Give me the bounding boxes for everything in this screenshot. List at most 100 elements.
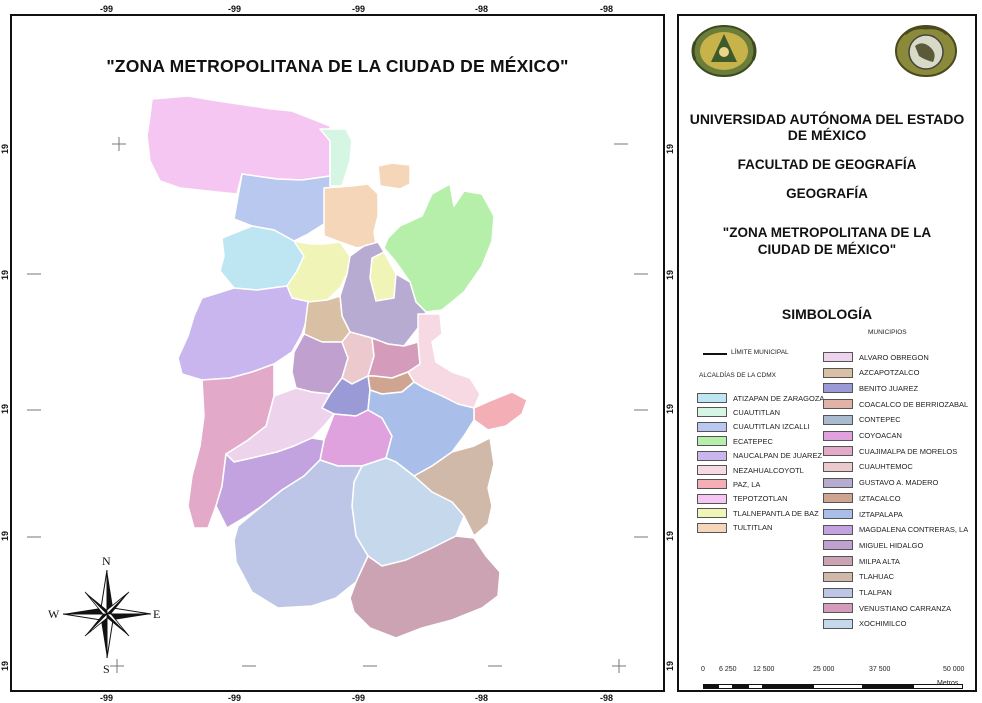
legend-swatch [823,540,853,551]
legend-item: MAGDALENA CONTRERAS, LA [823,524,968,536]
tultitlan-region [323,183,379,249]
compass-north-label: N [102,554,111,568]
legend-label: COYOACAN [859,431,902,440]
north-arrow-icon [62,569,152,659]
legend-label: MIGUEL HIDALGO [859,540,924,550]
legend-label: CUAJIMALPA DE MORELOS [859,446,958,456]
legend-label: CUAUHTEMOC [859,462,913,472]
legend-label: CONTEPEC [859,415,901,425]
legend-heading: SIMBOLOGÍA [781,306,873,322]
legend-swatch [697,493,727,504]
legend-swatch [697,421,727,432]
legend-item: VENUSTIANO CARRANZA [823,602,951,614]
legend-label: PAZ, LA [733,479,761,489]
legend-swatch [823,587,853,598]
legend-item: TLALNEPANTLA DE BAZ [697,507,819,519]
legend-panel: UNIVERSIDAD AUTÓNOMA DEL ESTADO DE MÉXIC… [677,14,977,692]
legend-label: TLALNEPANTLA DE BAZ [733,508,819,518]
map-title: "ZONA METROPOLITANA DE LA CIUDAD DE MÉXI… [106,56,569,76]
legend-item: CUAUTITLAN IZCALLI [697,421,810,433]
legend-item: PAZ, LA [697,478,760,490]
graticule-crosses [27,137,648,673]
legend-swatch [823,383,853,394]
alcaldias-heading: ALCALDÍAS DE LA CDMX [699,372,776,379]
faculty-seal-icon [895,25,957,77]
legend-item: CUAUTITLAN [697,406,780,418]
municipal-boundary-label: LÍMITE MUNICIPAL [731,349,789,356]
longitude-tick-label: -99 [352,693,366,703]
tultitlan-exclave [377,162,411,190]
longitude-tick-label: -98 [600,4,614,14]
legend-swatch [697,508,727,519]
latitude-tick-label: 19 [665,531,675,542]
legend-label: AZCAPOTZALCO [859,368,920,378]
legend-label: IZTAPALAPA [859,509,903,519]
compass-east-label: E [153,607,161,621]
legend-label: CUAUTITLAN IZCALLI [733,422,810,432]
legend-swatch [823,352,853,362]
scale-label: 0 [701,666,705,673]
legend-swatch [823,446,853,457]
legend-item: XOCHIMILCO [823,618,907,630]
legend-item: NAUCALPAN DE JUAREZ [697,450,822,462]
milpa-alta-region [349,535,501,639]
panel-map-title: "ZONA METROPOLITANA DE LA CIUDAD DE MÉXI… [722,225,932,257]
longitude-tick-label: -98 [475,4,489,14]
tlalpan-region [233,459,369,609]
legend-swatch [823,477,853,488]
legend-label: MAGDALENA CONTRERAS, LA [859,525,969,535]
latitude-tick-label: 19 [665,270,675,281]
latitude-tick-label: 19 [0,661,10,672]
latitude-tick-label: 19 [665,661,675,672]
latitude-tick-label: 19 [665,404,675,415]
longitude-tick-label: -99 [228,4,242,14]
legend-item: CONTEPEC [823,414,901,426]
legend-swatch [697,450,727,461]
legend-label: TLAHUAC [859,572,895,582]
map-frame: "ZONA METROPOLITANA DE LA CIUDAD DE MÉXI… [0,4,675,703]
naucalpan-region [177,285,311,381]
university-seal-icon [691,25,757,77]
legend-item: TLALPAN [823,587,892,599]
scale-label: 37 500 [869,666,891,673]
legend-swatch [823,571,853,582]
latitude-tick-label: 19 [0,270,10,281]
municipal-boundary-symbol [703,353,727,355]
career-name: GEOGRAFÍA [786,186,868,201]
latitude-tick-label: 19 [0,404,10,415]
legend-label: TEPOTZOTLAN [733,494,788,504]
legend-item: ALVARO OBREGON [823,351,929,363]
legend-swatch [823,603,853,614]
legend-swatch [697,407,727,418]
legend-item: GUSTAVO A. MADERO [823,477,938,489]
latitude-tick-label: 19 [0,144,10,155]
legend-item: TLAHUAC [823,571,894,583]
scale-label: 12 500 [753,666,775,673]
scale-label: 25 000 [813,666,835,673]
legend-swatch [823,524,853,535]
latitude-tick-label: 19 [665,144,675,155]
longitude-tick-label: -98 [475,693,489,703]
legend-item: TULTITLAN [697,522,772,534]
legend-swatch [697,522,727,533]
cuautitlan-region [319,128,353,187]
legend-label: IZTACALCO [859,493,901,503]
legend-label: COACALCO DE BERRIOZABAL [859,399,969,409]
legend-label: NAUCALPAN DE JUAREZ [733,451,823,461]
legend-item: AZCAPOTZALCO [823,367,919,379]
legend-item: MIGUEL HIDALGO [823,539,923,551]
longitude-tick-label: -99 [100,693,114,703]
legend-swatch [823,399,853,410]
legend-item: ECATEPEC [697,435,773,447]
legend-swatch [697,479,727,490]
university-name: UNIVERSIDAD AUTÓNOMA DEL ESTADO DE MÉXIC… [689,111,965,143]
latitude-tick-label: 19 [0,531,10,542]
municipios-heading: MUNICIPIOS [868,329,907,336]
scale-bar [703,684,963,690]
legend-swatch [697,436,727,447]
longitude-tick-label: -99 [228,693,242,703]
iztapalapa-region [367,381,475,477]
legend-item: NEZAHUALCOYOTL [697,464,804,476]
legend-swatch [823,493,853,504]
legend-item: IZTAPALAPA [823,508,903,520]
